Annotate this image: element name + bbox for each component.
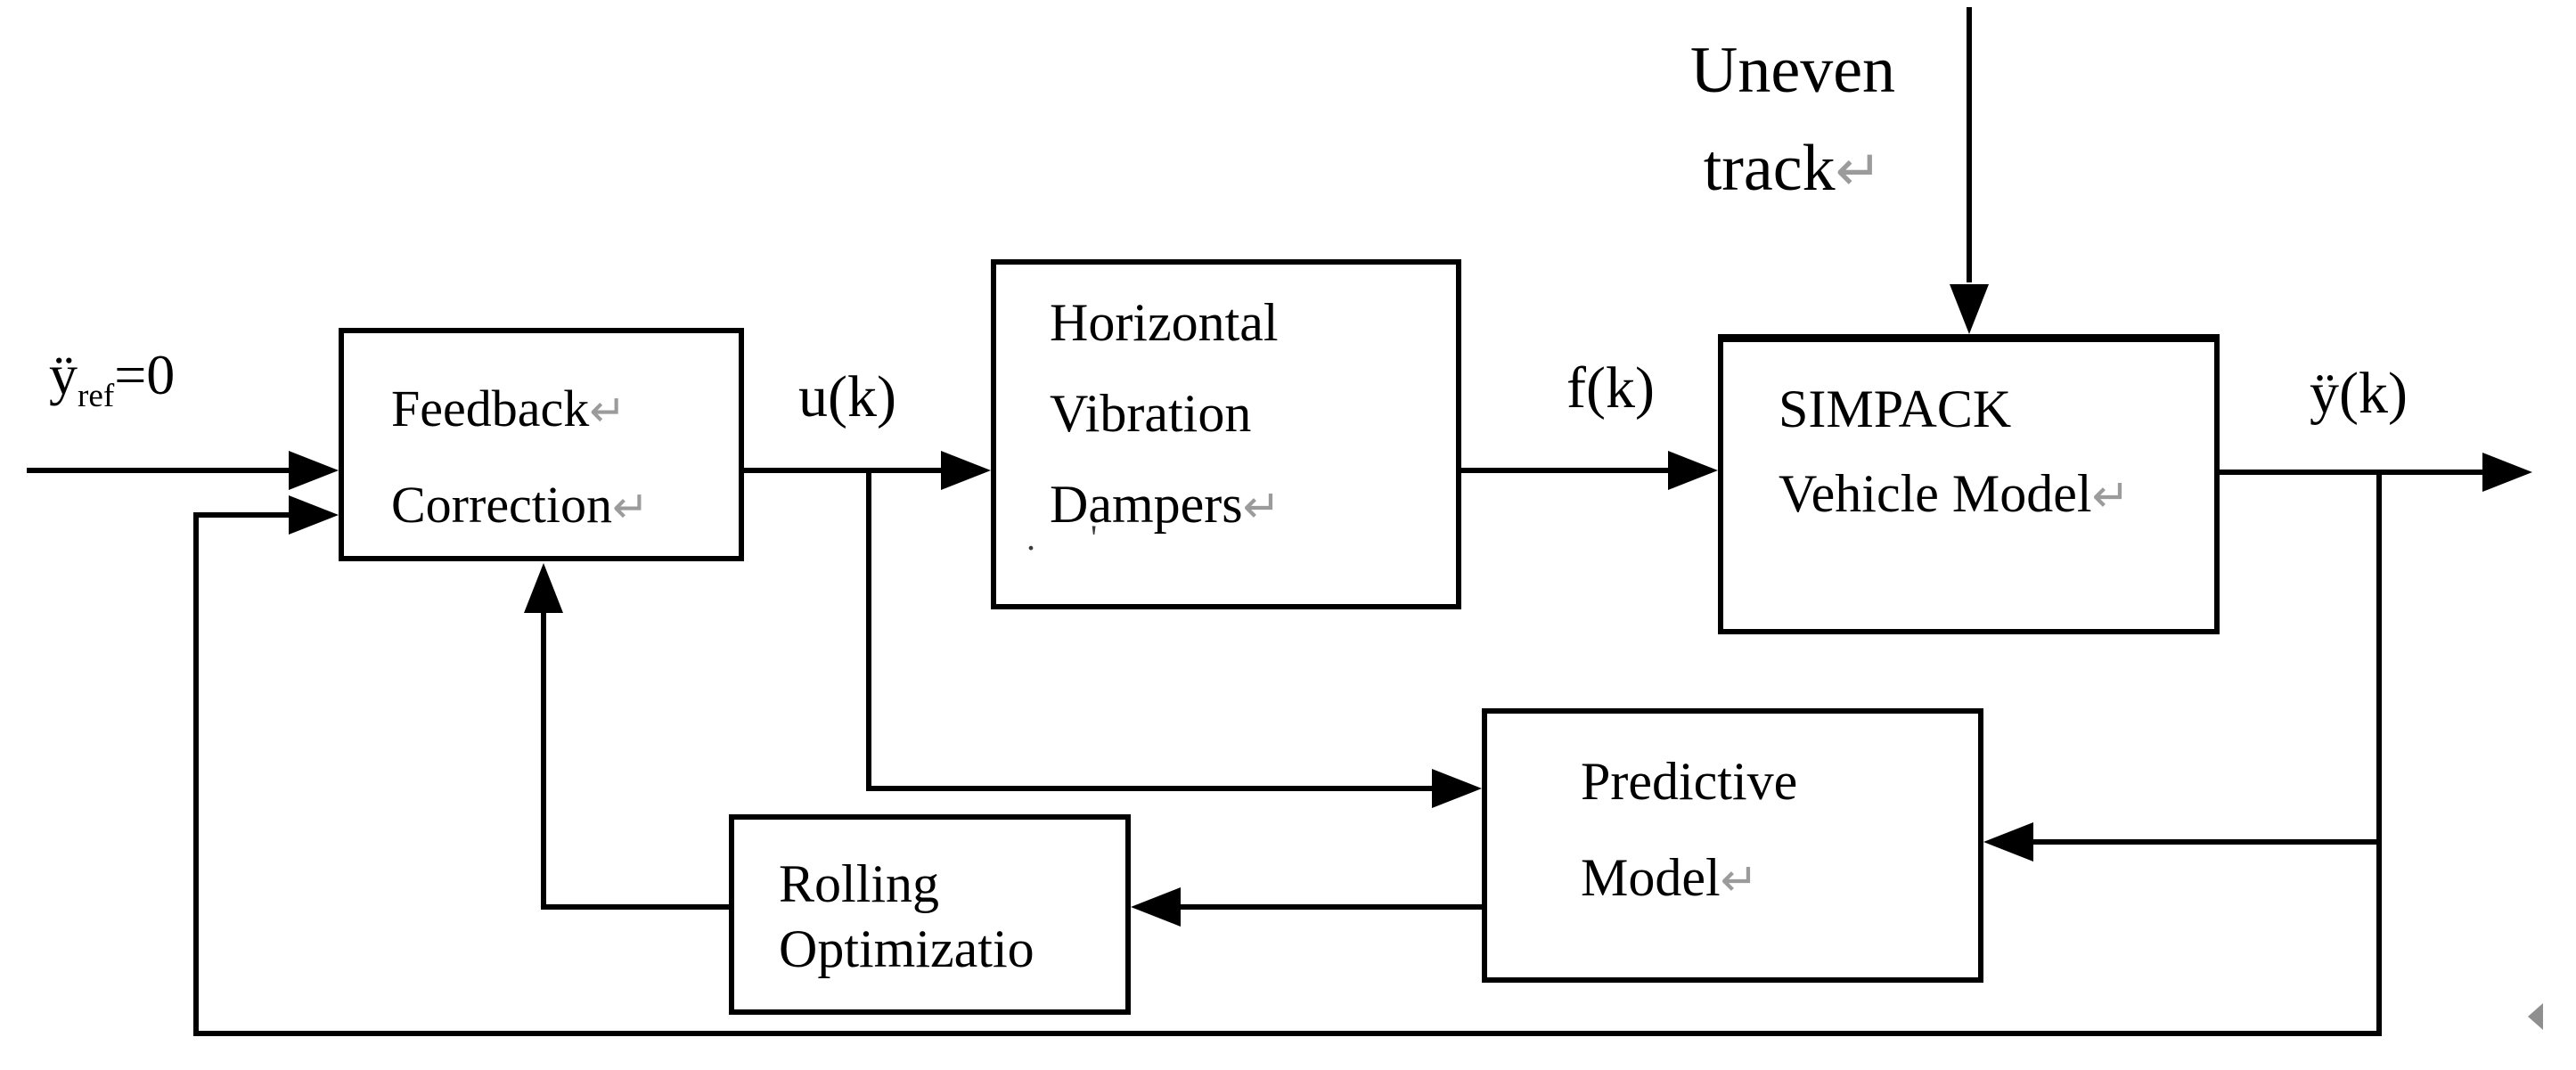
arrowhead-into-rolling bbox=[1131, 887, 1181, 927]
simpack-line1: SIMPACK bbox=[1779, 380, 2012, 438]
label-uneven-track: Uneven track↵ bbox=[1659, 21, 1926, 220]
return-mark-icon: ↵ bbox=[1242, 481, 1281, 534]
arrowhead-into-predictive-left bbox=[1432, 769, 1482, 808]
block-feedback-correction-text: Feedback↵ Correction↵ bbox=[344, 333, 739, 554]
label-y-output-signal: ÿ(k) bbox=[2310, 361, 2408, 426]
block-horizontal-vibration-dampers-text: Horizontal Vibration Dampers↵ bbox=[996, 265, 1456, 553]
arrowhead-output bbox=[2482, 453, 2532, 492]
return-mark-icon: ↵ bbox=[1720, 854, 1759, 907]
dampers-line3: Dampers bbox=[1050, 475, 1243, 534]
arrowhead-into-feedback-correction-bottom bbox=[524, 563, 563, 613]
arrowhead-into-feedback-correction bbox=[289, 451, 339, 490]
return-mark-icon: ↵ bbox=[1835, 138, 1883, 203]
arrowhead-into-dampers bbox=[941, 451, 991, 490]
arrowhead-into-simpack bbox=[1668, 451, 1718, 490]
simpack-line2: Vehicle Model bbox=[1779, 464, 2092, 523]
label-u-signal: u(k) bbox=[798, 364, 896, 429]
arrowhead-into-predictive-right bbox=[1983, 822, 2033, 862]
return-mark-icon: ↵ bbox=[589, 385, 626, 437]
block-simpack-vehicle-model: SIMPACK Vehicle Model↵ bbox=[1718, 334, 2220, 634]
block-horizontal-vibration-dampers: Horizontal Vibration Dampers↵ bbox=[991, 259, 1461, 609]
rolling-line1: Rolling bbox=[779, 854, 940, 913]
predictive-line2: Model bbox=[1581, 848, 1721, 907]
wire-output-feedback-loop bbox=[193, 472, 2382, 1036]
label-reference-eq: =0 bbox=[114, 343, 176, 406]
predictive-line1: Predictive bbox=[1581, 752, 1798, 811]
rolling-line2: Optimizatio bbox=[779, 919, 1034, 978]
block-rolling-optimization: Rolling Optimizatio bbox=[729, 814, 1131, 1015]
stray-gray-arrowhead-icon bbox=[2528, 1003, 2543, 1030]
label-reference-subscript: ref bbox=[78, 377, 115, 414]
clipped-text-remnant: . ' bbox=[1026, 518, 1121, 558]
arrowhead-into-feedback-correction-second bbox=[289, 495, 339, 535]
dampers-line2: Vibration bbox=[1050, 384, 1252, 443]
label-uneven-track-line1: Uneven bbox=[1689, 34, 1896, 107]
block-feedback-correction: Feedback↵ Correction↵ bbox=[339, 328, 744, 561]
label-uneven-track-line2: track bbox=[1703, 132, 1836, 205]
block-rolling-optimization-text: Rolling Optimizatio bbox=[734, 820, 1125, 982]
feedback-correction-line1: Feedback bbox=[391, 380, 590, 437]
label-f-signal: f(k) bbox=[1566, 355, 1655, 421]
wire-u-branch-to-predictive bbox=[866, 470, 1473, 791]
return-mark-icon: ↵ bbox=[612, 481, 650, 533]
label-reference-signal: ÿref=0 bbox=[49, 342, 176, 412]
block-simpack-text: SIMPACK Vehicle Model↵ bbox=[1723, 342, 2214, 539]
label-reference-base: ÿ bbox=[49, 343, 78, 406]
wire-rolling-to-feedback bbox=[541, 572, 729, 910]
feedback-correction-line2: Correction bbox=[391, 476, 613, 534]
block-predictive-model: Predictive Model↵ bbox=[1482, 708, 1983, 983]
arrowhead-into-simpack-top bbox=[1950, 284, 1989, 334]
return-mark-icon: ↵ bbox=[2091, 470, 2130, 523]
dampers-line1: Horizontal bbox=[1050, 293, 1279, 352]
block-predictive-model-text: Predictive Model↵ bbox=[1487, 714, 1978, 929]
